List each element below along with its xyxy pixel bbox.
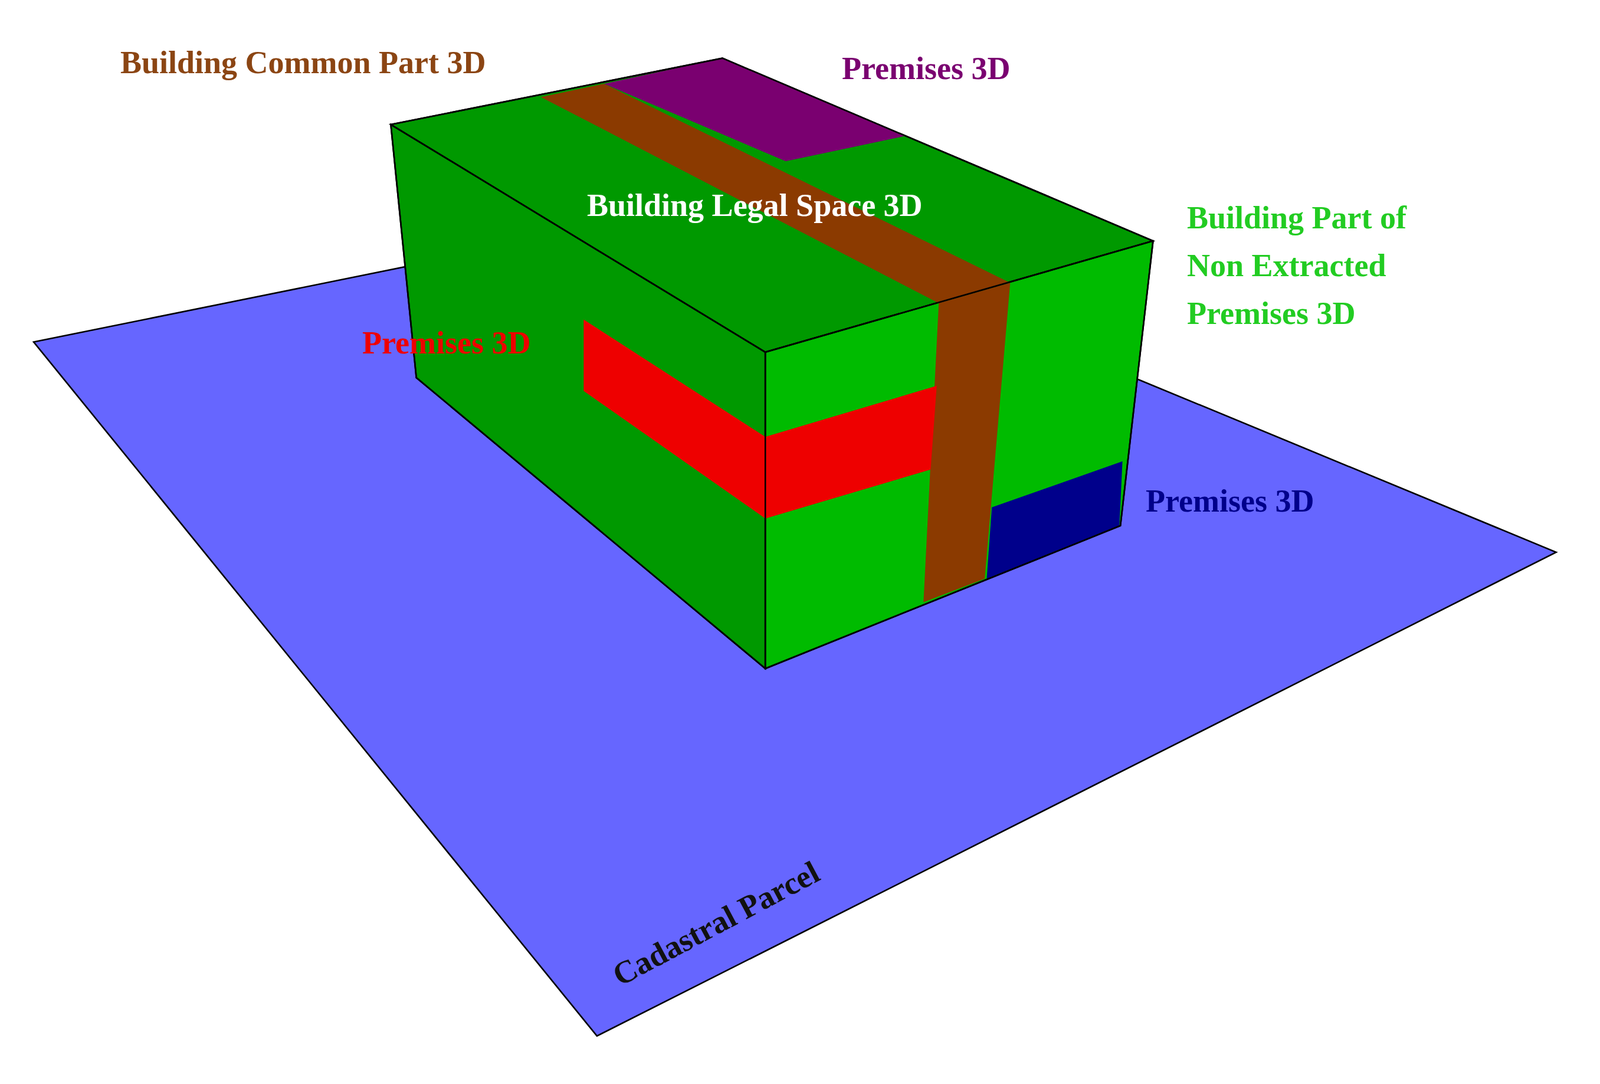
premises-label: Premises 3D: [841, 44, 1011, 93]
premises-red-right: [765, 385, 937, 519]
building-edge: [764, 352, 767, 669]
legal-space-label: Building Legal Space 3D: [587, 181, 923, 230]
premises-red-left: [583, 319, 766, 518]
non-extracted-label: Building Part of Non Extracted Premises …: [1187, 194, 1458, 338]
building-edges: [390, 58, 1153, 669]
building-right-face: [765, 240, 1153, 669]
premises-label: Premises 3D: [362, 319, 531, 367]
premises-label: Premises 3D: [1145, 477, 1314, 526]
premises-blue: [987, 461, 1123, 579]
common-part-label: Building Common Part 3D: [120, 38, 487, 87]
